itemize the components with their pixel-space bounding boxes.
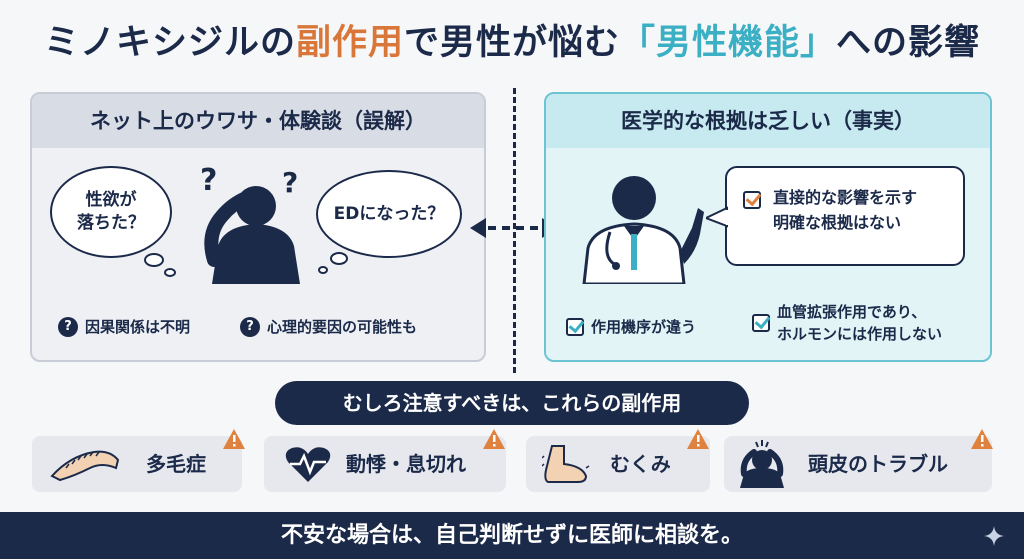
side-effect-label: むくみ: [610, 452, 671, 476]
fact-check-mechanism: 作用機序が違う: [566, 316, 696, 337]
side-effect-label: 多毛症: [146, 452, 206, 476]
warning-icon: [223, 429, 245, 449]
side-effect-card-scalp: 頭皮のトラブル: [724, 429, 993, 492]
rumor-bubble-libido-line1: 性欲が: [85, 190, 137, 211]
fact-speech-line2: 明確な根拠はない: [773, 212, 902, 232]
center-divider: [513, 88, 516, 373]
fact-check-mechanism-text: 作用機序が違う: [591, 318, 697, 336]
rumor-bubble-libido: 性欲が落ちた？: [50, 166, 172, 258]
check-icon: [743, 191, 761, 209]
side-effect-label: 頭皮のトラブル: [808, 452, 948, 476]
rumor-panel-heading: ネット上のウワサ・体験談（誤解）: [32, 94, 484, 148]
rumor-bubble-ed-text: EDになった？: [333, 203, 445, 224]
speech-tail: [706, 206, 730, 228]
caution-banner: むしろ注意すべきは、これらの副作用: [275, 381, 749, 425]
fact-check-vasodilation-line2: ホルモンには作用しない: [777, 324, 943, 343]
worried-man-icon: ? ?: [200, 163, 300, 284]
side-effect-card-edema: むくみ: [526, 429, 710, 492]
footer-advice-text: 不安な場合は、自己判断せずに医師に相談を。: [280, 523, 743, 548]
sparkle-icon: [984, 526, 1004, 546]
bubble-tail-dot: [144, 253, 164, 267]
title-part3: で男性が悩む: [403, 23, 620, 63]
warning-icon: [483, 429, 505, 449]
rumor-note-psychological-text: 心理的要因の可能性も: [267, 318, 418, 336]
side-effect-card-palpitation: 動悸・息切れ: [264, 429, 506, 492]
title-highlight-male-function: 「男性機能」: [620, 23, 837, 63]
check-icon: [566, 317, 584, 336]
check-icon: [752, 314, 770, 332]
bubble-tail-dot: [164, 268, 176, 277]
swollen-foot-icon: [542, 445, 590, 483]
bubble-tail-dot: [318, 266, 328, 274]
svg-text:?: ?: [200, 163, 217, 198]
question-icon: ?: [58, 316, 78, 337]
rumor-note-psychological: ? 心理的要因の可能性も: [240, 316, 417, 337]
page-title: ミノキシジルの副作用で男性が悩む「男性機能」への影響: [0, 14, 1024, 65]
warning-icon: [687, 429, 709, 449]
rumor-bubble-ed: EDになった？: [316, 170, 462, 258]
arm-hair-icon: [50, 450, 120, 482]
scalp-trouble-icon: [740, 440, 784, 488]
rumor-bubble-libido-line2: 落ちた？: [77, 213, 145, 233]
rumor-note-causality-text: 因果関係は不明: [85, 318, 191, 336]
bubble-tail-dot: [330, 252, 348, 265]
title-part5: への影響: [836, 23, 981, 63]
side-effect-label: 動悸・息切れ: [346, 452, 466, 476]
fact-check-vasodilation-line1: 血管拡張作用であり、: [777, 303, 927, 321]
fact-speech-bubble: 直接的な影響を示す 明確な根拠はない: [725, 166, 965, 266]
question-icon: ?: [240, 316, 260, 337]
heart-pulse-icon: [285, 447, 331, 482]
fact-panel-heading: 医学的な根拠は乏しい（事実）: [546, 94, 990, 148]
fact-check-vasodilation: 血管拡張作用であり、 ホルモンには作用しない: [752, 302, 942, 346]
footer-advice: 不安な場合は、自己判断せずに医師に相談を。: [0, 512, 1024, 559]
title-part1: ミノキシジルの: [43, 23, 296, 63]
fact-speech-line1: 直接的な影響を示す: [773, 188, 918, 207]
doctor-icon: [582, 176, 704, 284]
side-effect-card-hypertrichosis: 多毛症: [32, 429, 245, 492]
rumor-note-causality: ? 因果関係は不明: [58, 316, 190, 337]
warning-icon: [971, 429, 993, 449]
svg-text:?: ?: [282, 166, 298, 199]
title-highlight-side-effect: 副作用: [295, 23, 404, 63]
